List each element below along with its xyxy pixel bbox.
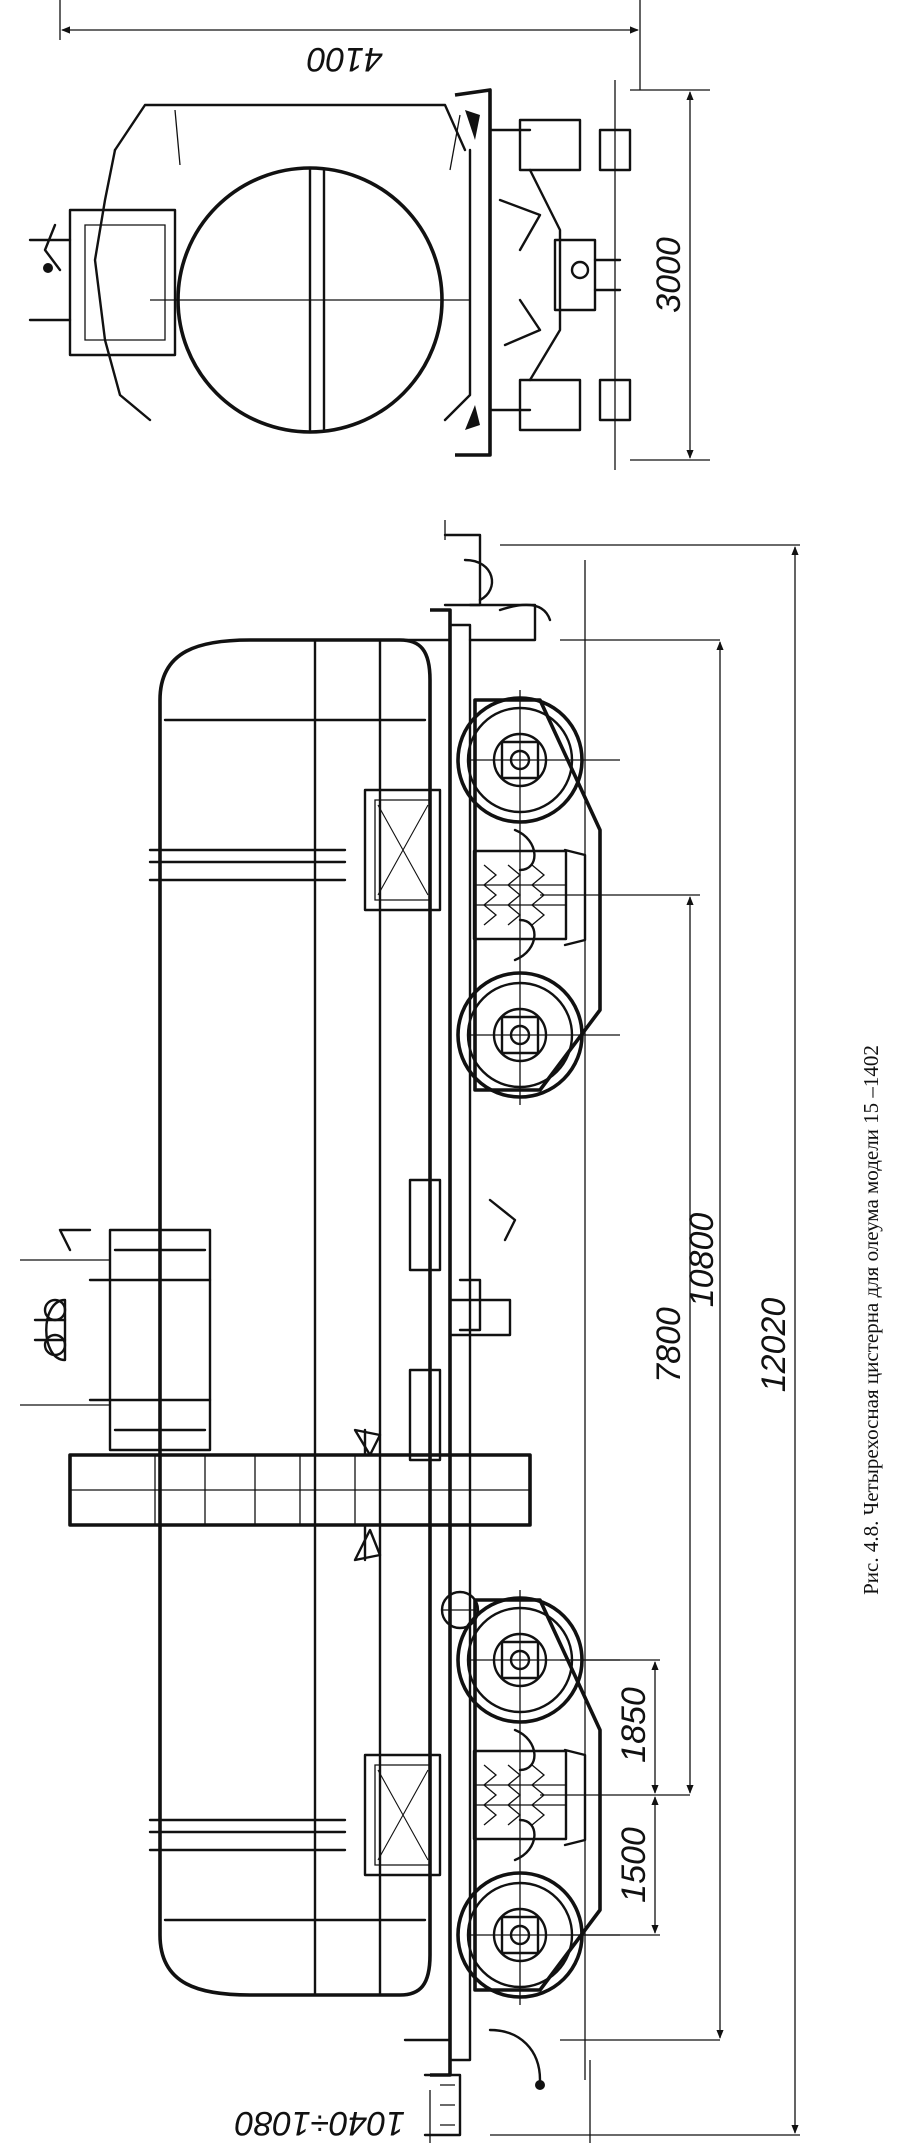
walkway <box>68 1428 532 1562</box>
bogie-lower <box>456 1590 620 2005</box>
bolster-top <box>363 788 442 912</box>
dim-3000: 3000 <box>650 237 688 313</box>
bolster-bottom <box>363 1753 442 1877</box>
coupler-top <box>443 520 552 642</box>
dome <box>20 1228 212 1452</box>
dim-1850: 1850 <box>615 1687 653 1763</box>
dim-coupler-height: 1040÷1080 <box>235 2104 405 2142</box>
dim-1500: 1500 <box>615 1827 653 1903</box>
dim-10800: 10800 <box>683 1213 721 1308</box>
dim-12020: 12020 <box>755 1298 793 1393</box>
bogie-upper <box>456 690 620 1105</box>
tank-shell <box>158 638 432 1997</box>
end-view <box>28 0 710 470</box>
coupler-bottom <box>423 2028 545 2137</box>
dim-7800: 7800 <box>650 1307 688 1383</box>
figure-caption: Рис. 4.8. Четырехосная цистерна для олеу… <box>859 1045 883 1595</box>
dim-4100: 4100 <box>307 40 383 78</box>
side-view <box>20 520 800 2143</box>
